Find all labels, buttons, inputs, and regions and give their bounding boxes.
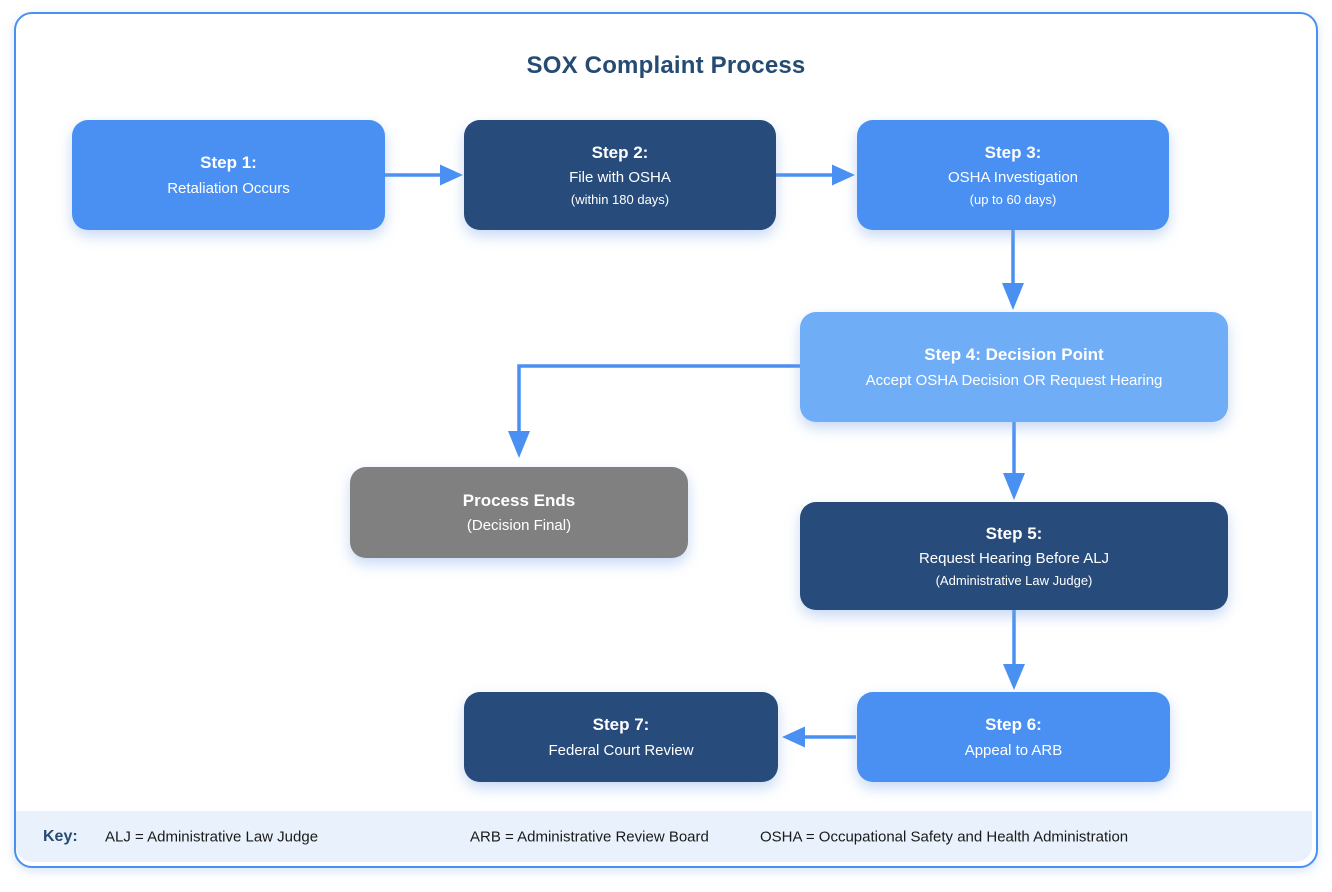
key-legend-bar: Key: ALJ = Administrative Law Judge ARB … [16, 811, 1312, 862]
node-title: Step 1: [200, 153, 257, 173]
node-title: Step 3: [984, 142, 1042, 162]
node-subtitle: File with OSHA [569, 169, 671, 187]
key-label: Key: [43, 827, 78, 845]
flow-node-step4-decision-point: Step 4: Decision Point Accept OSHA Decis… [800, 312, 1228, 422]
page-title: SOX Complaint Process [526, 52, 806, 79]
node-subtitle: Accept OSHA Decision OR Request Hearing [865, 371, 1163, 389]
node-subtitle: OSHA Investigation [947, 169, 1079, 187]
flow-node-step3: Step 3: OSHA Investigation (up to 60 day… [857, 120, 1169, 230]
node-subtitle: Appeal to ARB [964, 741, 1063, 759]
node-title: Process Ends [462, 490, 576, 510]
node-subtitle: (Decision Final) [466, 517, 572, 535]
node-subtitle: Federal Court Review [548, 741, 694, 759]
flow-node-step2: Step 2: File with OSHA (within 180 days) [464, 120, 776, 230]
flow-node-process-ends: Process Ends (Decision Final) [350, 467, 688, 558]
flow-node-step5: Step 5: Request Hearing Before ALJ (Admi… [800, 502, 1228, 610]
node-subtitle: Request Hearing Before ALJ [918, 550, 1110, 568]
node-note: (within 180 days) [570, 192, 670, 208]
node-title: Step 4: Decision Point [924, 345, 1104, 365]
flow-node-step1: Step 1: Retaliation Occurs [72, 120, 385, 230]
node-title: Step 5: [985, 523, 1043, 543]
key-entry-alj: ALJ = Administrative Law Judge [105, 828, 319, 845]
node-title: Step 6: [985, 715, 1042, 735]
node-title: Step 7: [592, 715, 650, 735]
flow-node-step7: Step 7: Federal Court Review [464, 692, 778, 782]
flow-node-step6: Step 6: Appeal to ARB [857, 692, 1170, 782]
node-note: (Administrative Law Judge) [935, 573, 1093, 589]
node-subtitle: Retaliation Occurs [167, 179, 290, 197]
node-note: (up to 60 days) [969, 192, 1057, 208]
key-entry-arb: ARB = Administrative Review Board [470, 828, 709, 845]
key-entry-osha: OSHA = Occupational Safety and Health Ad… [760, 828, 1129, 845]
node-title: Step 2: [591, 142, 649, 162]
